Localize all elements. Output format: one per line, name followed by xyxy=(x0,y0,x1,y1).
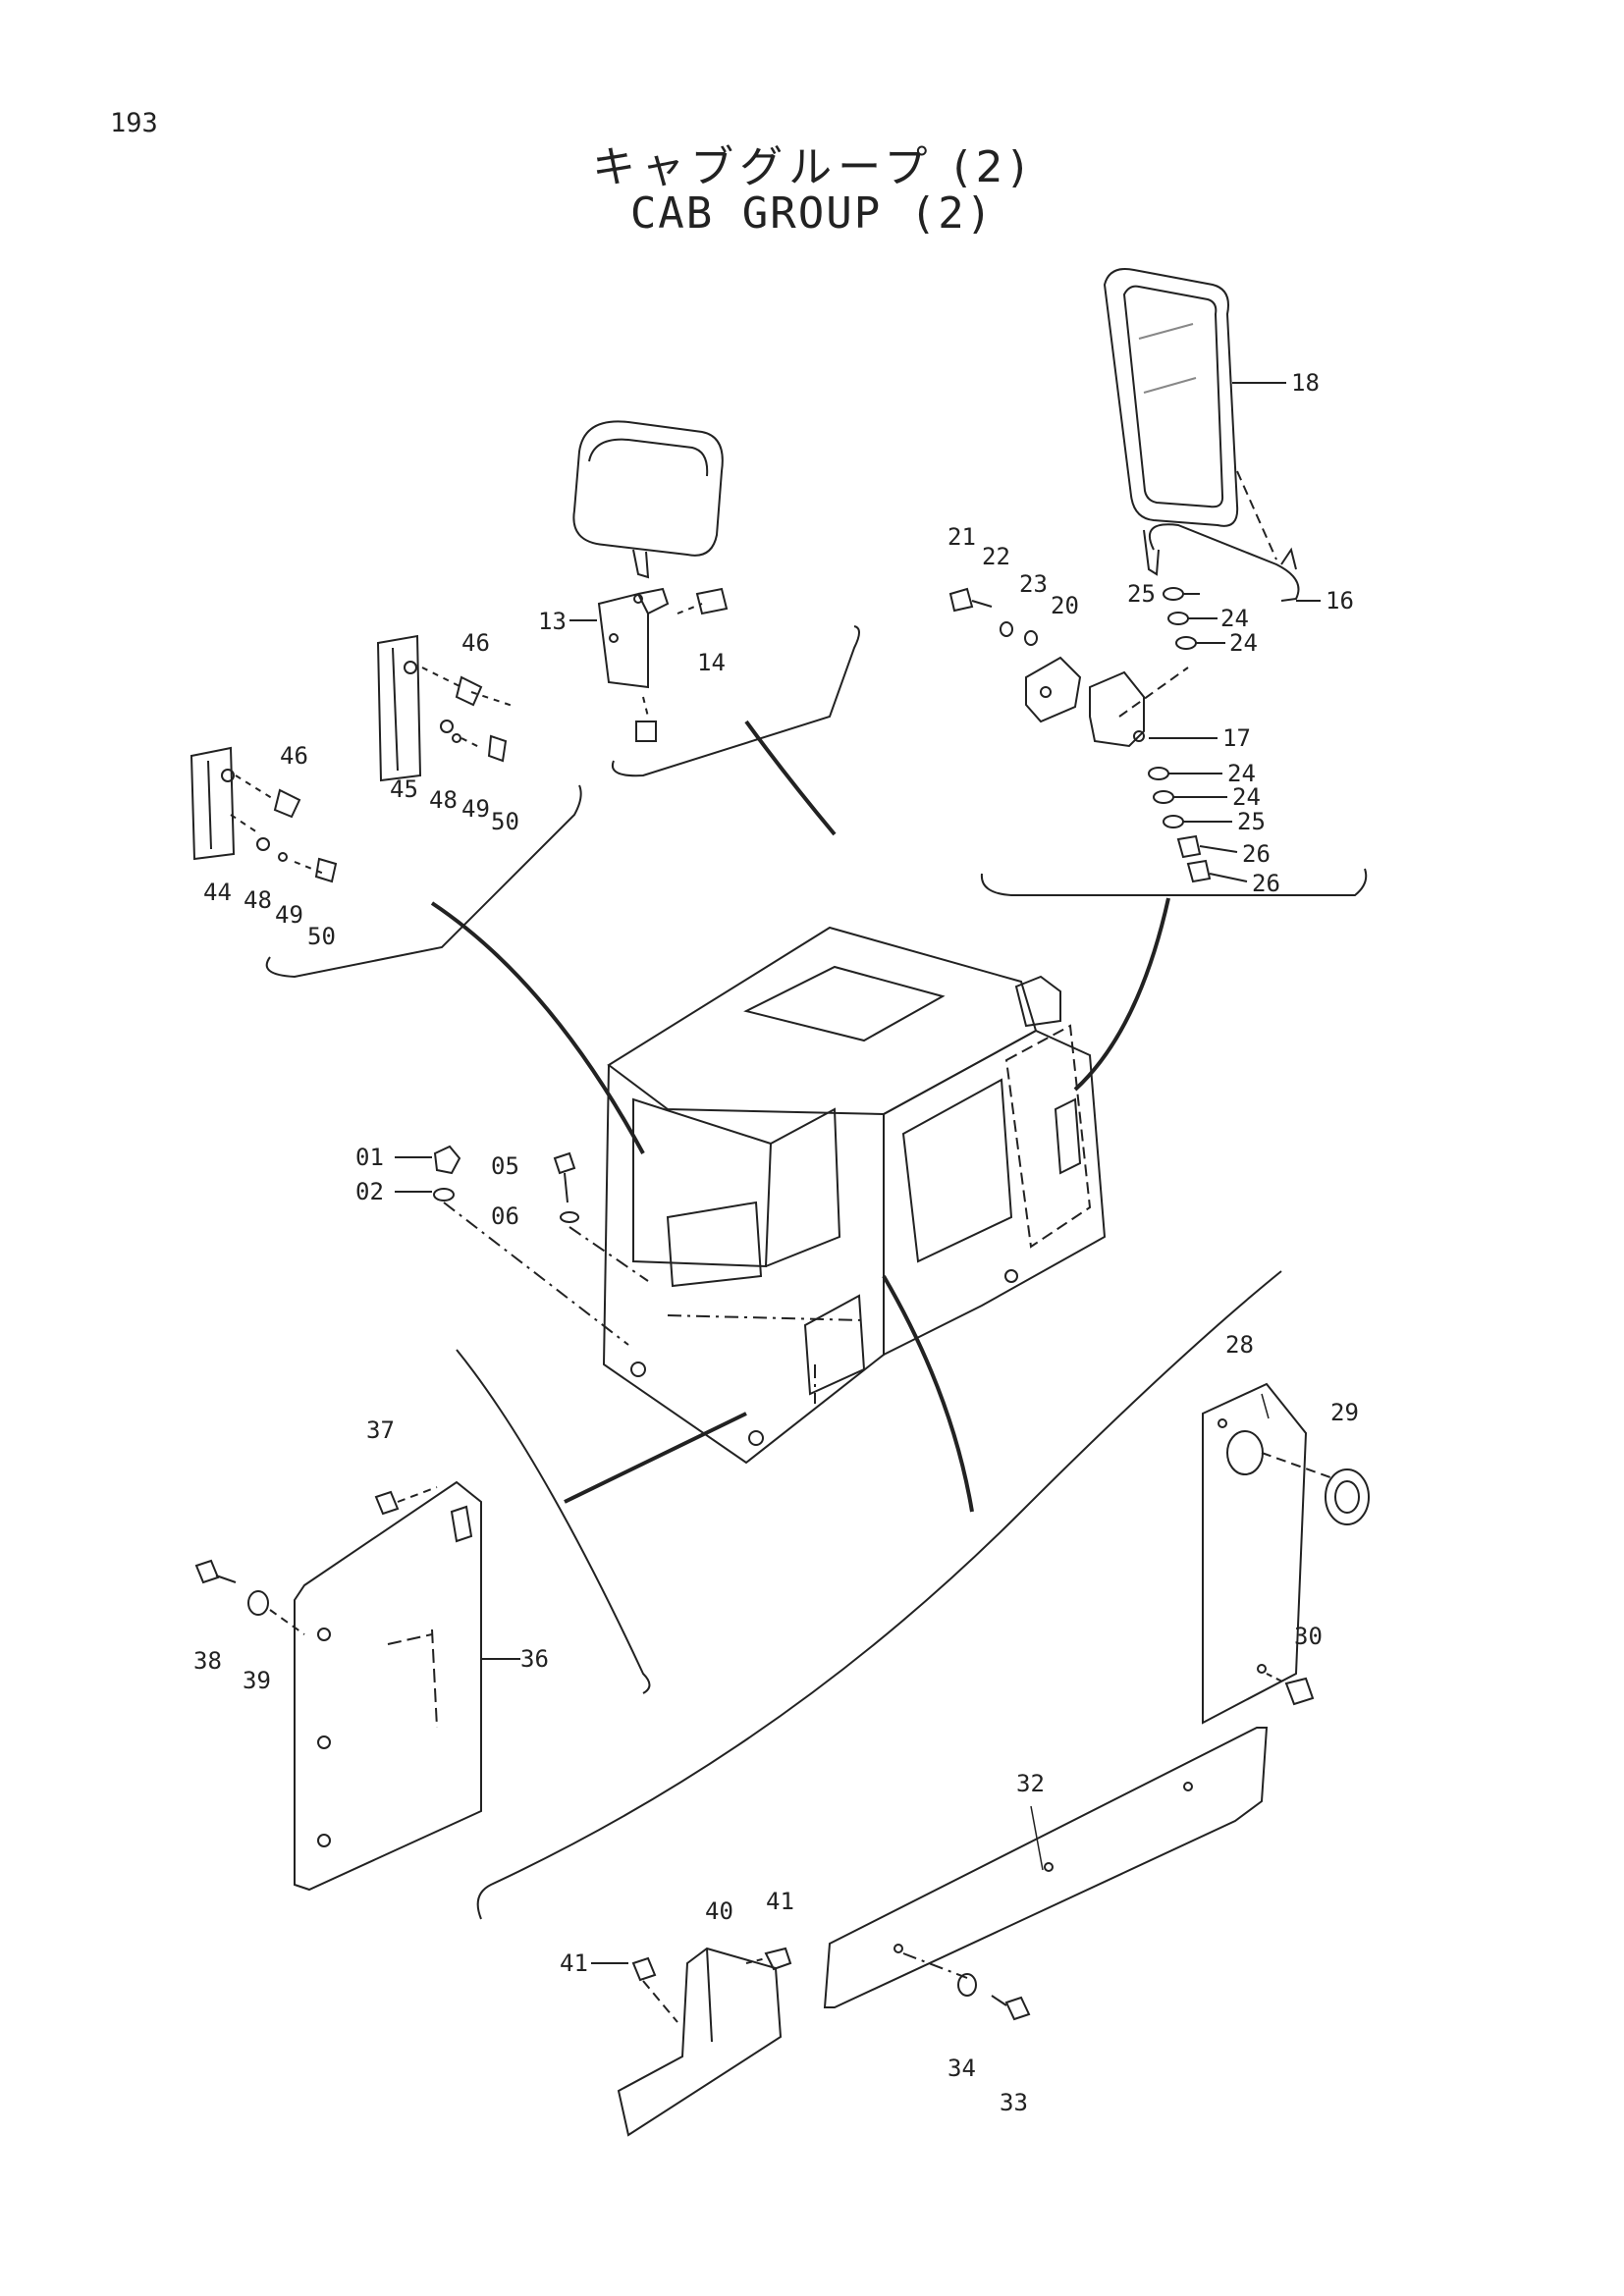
callout-28: 28 xyxy=(1225,1331,1254,1359)
callout-36: 36 xyxy=(520,1645,549,1673)
left-cover-panel xyxy=(194,1480,482,1892)
cab-body xyxy=(602,926,1107,1465)
callout-45: 45 xyxy=(390,775,418,803)
door-hinges xyxy=(189,634,516,883)
callout-48-upper: 48 xyxy=(429,786,458,814)
callout-40: 40 xyxy=(705,1897,733,1925)
callout-50-lower: 50 xyxy=(307,923,336,950)
callout-06: 06 xyxy=(491,1202,519,1230)
callout-39: 39 xyxy=(243,1667,271,1694)
callout-24-lower-2: 24 xyxy=(1232,783,1261,811)
callout-33: 33 xyxy=(1000,2089,1028,2116)
callout-32: 32 xyxy=(1016,1770,1045,1797)
callout-44: 44 xyxy=(203,879,232,906)
callout-13: 13 xyxy=(538,608,567,635)
callout-41-right: 41 xyxy=(766,1888,794,1915)
callout-46-lower: 46 xyxy=(280,742,308,770)
callout-22: 22 xyxy=(982,543,1010,570)
callout-46-upper: 46 xyxy=(461,629,490,657)
callout-24-upper-1: 24 xyxy=(1220,605,1249,632)
callout-24-lower-1: 24 xyxy=(1227,760,1256,787)
callout-14: 14 xyxy=(697,649,726,676)
callout-02: 02 xyxy=(355,1178,384,1205)
right-side-plate xyxy=(1202,1382,1370,1725)
callout-38: 38 xyxy=(193,1647,222,1675)
fasteners-01-06 xyxy=(433,1145,649,1346)
callout-20: 20 xyxy=(1051,592,1079,619)
callout-34: 34 xyxy=(947,2055,976,2082)
callout-29: 29 xyxy=(1330,1399,1359,1426)
callout-48-lower: 48 xyxy=(244,886,272,914)
callout-49-upper: 49 xyxy=(461,795,490,823)
bracket-arcs xyxy=(265,625,1368,1920)
page-title-english: CAB GROUP (2) xyxy=(629,188,995,239)
callout-41-left: 41 xyxy=(560,1949,588,1977)
callout-17: 17 xyxy=(1222,724,1251,752)
callout-30: 30 xyxy=(1294,1623,1323,1650)
lower-bracket xyxy=(617,1947,792,2137)
callout-25-lower: 25 xyxy=(1237,808,1266,835)
callout-24-upper-2: 24 xyxy=(1229,629,1258,657)
callout-18: 18 xyxy=(1291,369,1320,397)
page-title-japanese: キャブグループ (2) xyxy=(592,142,1032,192)
callout-25-upper: 25 xyxy=(1127,580,1156,608)
callout-leaders xyxy=(395,382,1321,1964)
page-number: 193 xyxy=(110,108,158,138)
callout-21: 21 xyxy=(947,523,976,551)
callout-labels: 18 16 17 20 21 22 23 25 24 24 24 24 25 2… xyxy=(193,369,1359,2116)
group-leader-lines xyxy=(430,720,1170,1513)
callout-26-1: 26 xyxy=(1242,840,1271,868)
callout-49-lower: 49 xyxy=(275,901,303,929)
callout-26-2: 26 xyxy=(1252,870,1280,897)
callout-50-upper: 50 xyxy=(491,808,519,835)
lower-long-plate xyxy=(823,1727,1269,2021)
mirror-head xyxy=(572,420,724,579)
callout-16: 16 xyxy=(1326,587,1354,614)
callout-01: 01 xyxy=(355,1144,384,1171)
callout-37: 37 xyxy=(366,1416,395,1444)
callout-05: 05 xyxy=(491,1152,519,1180)
callout-23: 23 xyxy=(1019,570,1048,598)
mirror-bracket xyxy=(597,587,729,742)
